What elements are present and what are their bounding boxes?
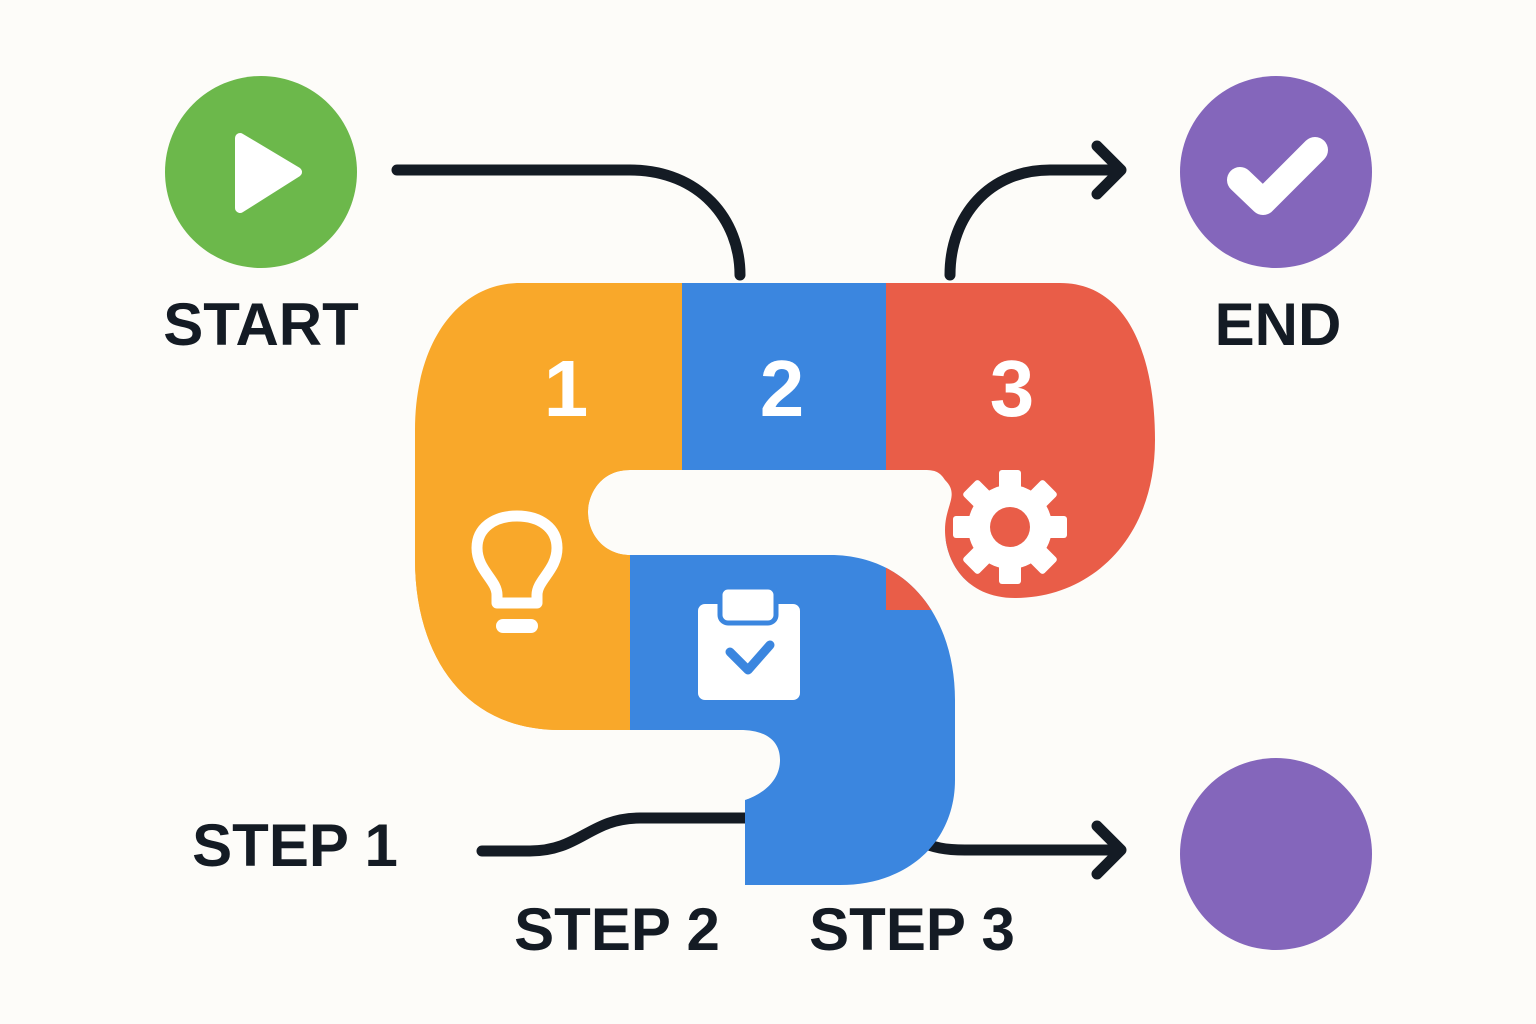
connector-start-to-step2 xyxy=(391,164,746,281)
play-icon xyxy=(235,133,302,213)
arrowhead-to-end xyxy=(1091,140,1127,200)
connector-step1-to-step2 xyxy=(476,812,761,857)
step3-number: 3 xyxy=(990,344,1035,433)
start-node[interactable] xyxy=(165,76,357,268)
step2-number: 2 xyxy=(760,344,805,433)
lightbulb-icon xyxy=(471,510,563,633)
final-node-circle[interactable] xyxy=(1180,758,1372,950)
connector-step3-to-node xyxy=(909,834,1126,856)
end-node[interactable] xyxy=(1180,76,1372,268)
check-icon xyxy=(1227,137,1328,215)
connector-step3-to-end xyxy=(944,164,1126,281)
step1-label: STEP 1 xyxy=(192,812,398,879)
step2-segment[interactable] xyxy=(682,270,886,480)
clipboard-check-icon xyxy=(698,584,800,700)
gear-icon xyxy=(953,470,1067,584)
step2-label: STEP 2 xyxy=(514,896,720,963)
start-label: START xyxy=(163,291,359,358)
step3-label: STEP 3 xyxy=(809,896,1015,963)
arrowhead-to-node xyxy=(1091,820,1127,880)
end-label: END xyxy=(1215,291,1342,358)
step1-number: 1 xyxy=(544,344,589,433)
